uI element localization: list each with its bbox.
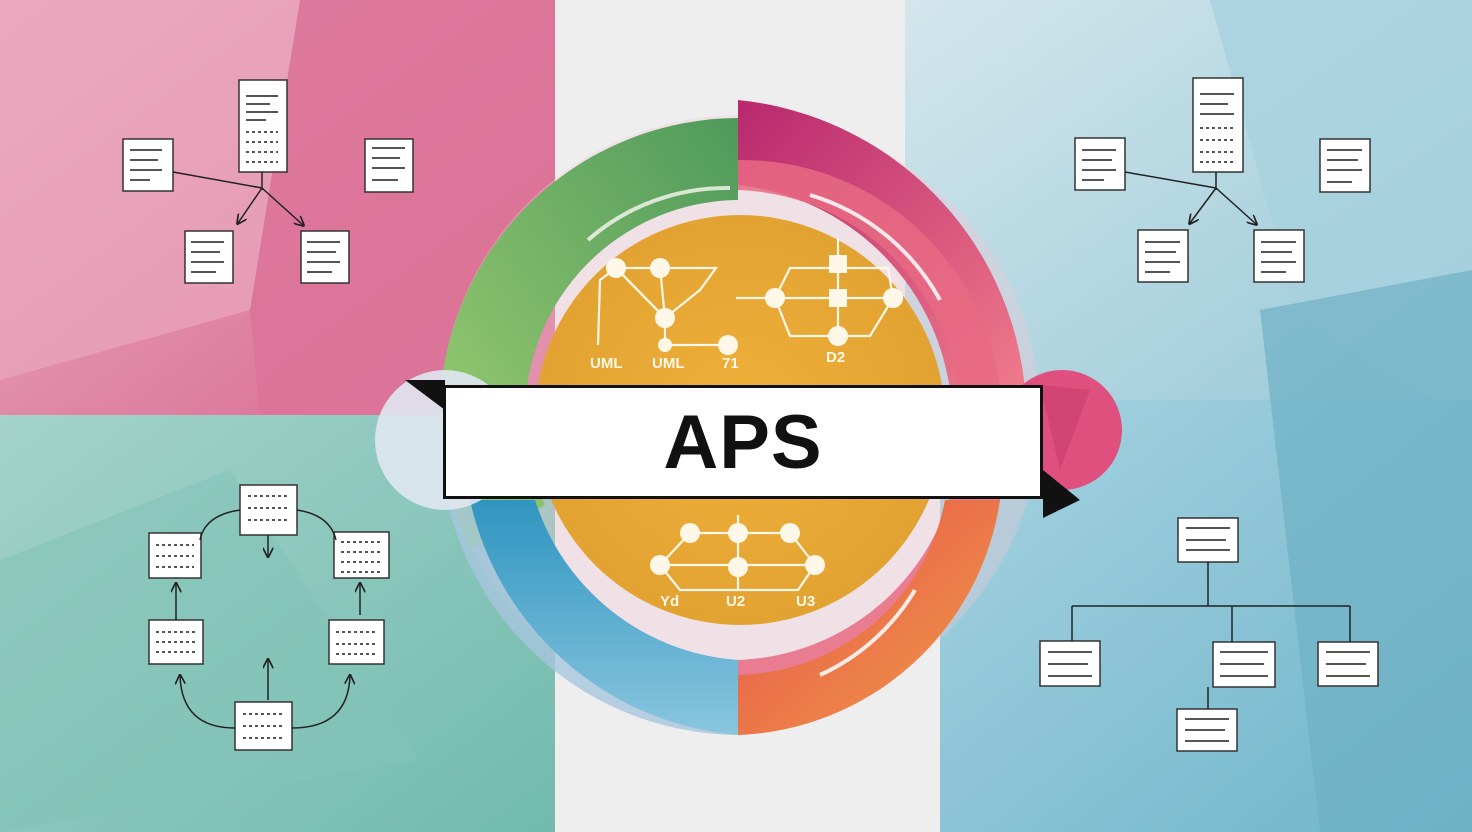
flowchart-bottom-left [148,484,390,751]
core-label-71: 71 [722,355,739,372]
core-label-uml-2: UML [652,355,685,372]
title-text: APS [663,399,823,485]
core-label-yd: Yd [660,593,679,610]
core-label-d2: D2 [826,349,845,366]
core-graph-right [736,238,903,346]
core-label-u3: U3 [796,593,815,610]
core-graph-bottom [650,515,825,592]
title-banner: APS [443,385,1043,499]
flowchart-top-left [122,79,414,284]
flowchart-bottom-right [1039,517,1379,752]
core-graph-left [596,258,738,355]
core-label-uml-1: UML [590,355,623,372]
flowchart-top-right [1074,77,1371,283]
core-label-u2: U2 [726,593,745,610]
